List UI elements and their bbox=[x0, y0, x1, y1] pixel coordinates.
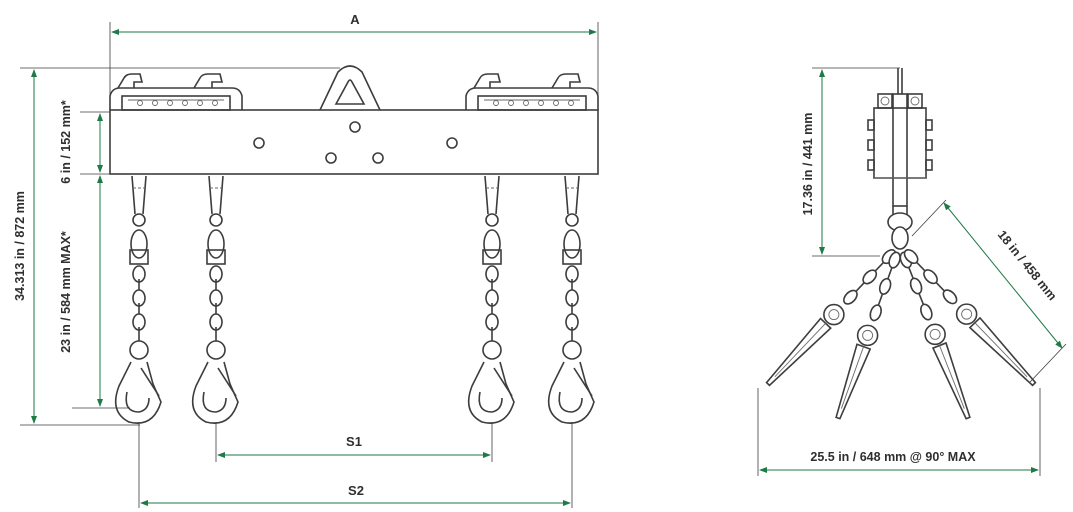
chain-link bbox=[877, 293, 884, 306]
dim-a-label: A bbox=[350, 12, 360, 27]
hook bbox=[191, 361, 239, 424]
chain-link bbox=[855, 282, 865, 292]
chain-legs bbox=[114, 175, 595, 424]
connector bbox=[482, 249, 502, 265]
right-top-clamp bbox=[465, 73, 599, 111]
spread-label: 25.5 in / 648 mm @ 90° MAX bbox=[810, 450, 976, 464]
hook bbox=[765, 317, 832, 387]
side-view: 17.36 in / 441 mm 18 in / 458 mm 25.5 in… bbox=[757, 67, 1067, 476]
chain-link bbox=[843, 289, 858, 305]
swivel bbox=[856, 324, 879, 347]
chain-link bbox=[920, 303, 933, 321]
connector bbox=[206, 249, 226, 265]
chain-leg bbox=[114, 175, 162, 424]
connector bbox=[562, 249, 582, 265]
chain-link bbox=[916, 261, 926, 272]
sling-length-label: 23 in / 584 mm MAX* bbox=[59, 231, 73, 353]
chain-link bbox=[869, 304, 882, 322]
side-chain-legs bbox=[765, 248, 1037, 420]
pin bbox=[565, 213, 579, 227]
side-height-label: 17.36 in / 441 mm bbox=[801, 113, 815, 216]
chain-leg bbox=[467, 175, 515, 424]
hook bbox=[931, 341, 971, 420]
swivel bbox=[129, 340, 149, 360]
center-lifting-eye bbox=[319, 65, 381, 111]
chain-link bbox=[918, 293, 925, 305]
chain-link bbox=[887, 267, 893, 280]
hook bbox=[835, 343, 872, 420]
chain-link bbox=[874, 261, 885, 272]
swivel bbox=[924, 323, 946, 346]
spreader-beam bbox=[109, 109, 599, 175]
s1-label: S1 bbox=[346, 434, 362, 449]
chain-link bbox=[862, 269, 878, 285]
front-view: A 34.313 in / 872 mm 6 in / 152 mm* 23 i… bbox=[13, 12, 599, 508]
chain-link bbox=[909, 277, 923, 295]
leg-length-label: 18 in / 458 mm bbox=[995, 228, 1060, 303]
side-clamp-block bbox=[867, 68, 933, 250]
chain-leg bbox=[191, 175, 239, 424]
chain-leg bbox=[547, 175, 595, 424]
swivel bbox=[562, 340, 582, 360]
chain-link bbox=[878, 277, 892, 295]
chain-link bbox=[935, 281, 945, 292]
beam-height-label: 6 in / 152 mm* bbox=[59, 100, 73, 184]
pin bbox=[132, 213, 146, 227]
hook bbox=[114, 361, 162, 424]
chain-link bbox=[903, 248, 919, 265]
side-leg bbox=[835, 251, 901, 420]
swivel bbox=[955, 303, 978, 325]
chain-link bbox=[207, 229, 225, 259]
overall-height-label: 34.313 in / 872 mm bbox=[13, 191, 27, 301]
connector bbox=[129, 249, 149, 265]
s2-label: S2 bbox=[348, 483, 364, 498]
swivel bbox=[482, 340, 502, 360]
side-leg bbox=[765, 249, 897, 387]
swivel bbox=[206, 340, 226, 360]
pin bbox=[485, 213, 499, 227]
hook bbox=[467, 361, 515, 424]
chain-link bbox=[483, 229, 501, 259]
left-top-clamp bbox=[109, 73, 243, 111]
chain-link bbox=[908, 267, 914, 279]
side-leg bbox=[903, 248, 1037, 387]
pin bbox=[209, 213, 223, 227]
swivel bbox=[823, 303, 845, 326]
chain-link bbox=[563, 229, 581, 259]
chain-link bbox=[923, 269, 938, 285]
hook bbox=[547, 361, 595, 424]
chain-link bbox=[130, 229, 148, 259]
